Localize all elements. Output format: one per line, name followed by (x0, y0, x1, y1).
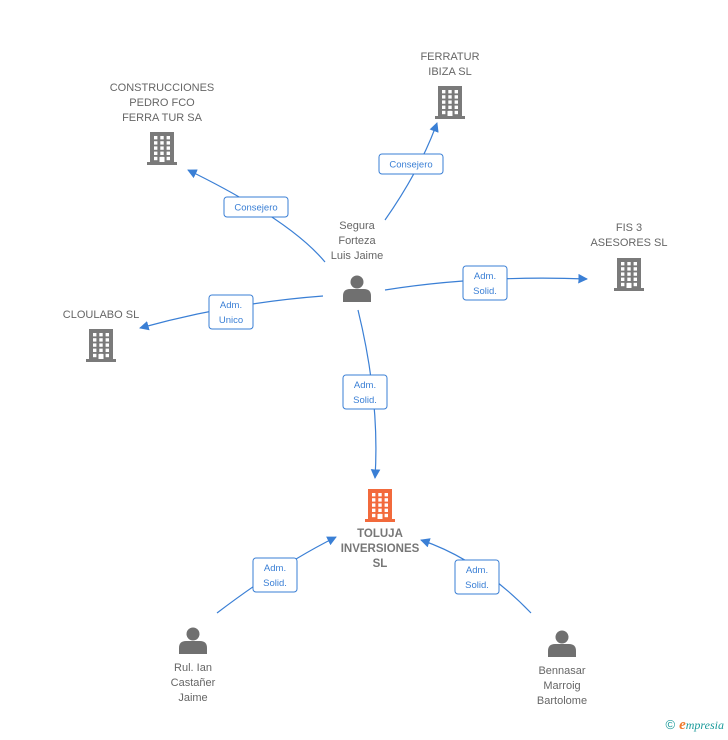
brand-logo-initial: e (679, 717, 686, 733)
relation-label-text: Consejero (389, 160, 432, 171)
company-node-cloulabo[interactable]: CLOULABO SL (63, 309, 139, 362)
company-node-toluja[interactable]: TOLUJA INVERSIONES SL (341, 489, 420, 570)
node-label: FERRA TUR SA (122, 112, 203, 124)
node-label: Segura (339, 220, 375, 232)
node-label: PEDRO FCO (129, 97, 195, 109)
relation-label-text: Adm. (220, 300, 242, 311)
company-node-fis3[interactable]: FIS 3 ASESORES SL (590, 222, 668, 291)
relation-label[interactable]: Adm. Solid. (342, 374, 388, 410)
relation-label[interactable]: Consejero (223, 196, 289, 218)
relation-label-text: Solid. (263, 578, 287, 589)
node-label: SL (373, 558, 388, 570)
node-label: FIS 3 (616, 222, 642, 234)
person-icon (179, 627, 207, 654)
node-label: TOLUJA (357, 528, 403, 540)
node-label: INVERSIONES (341, 543, 420, 555)
relation-label[interactable]: Adm. Solid. (252, 557, 298, 593)
company-node-construcciones[interactable]: CONSTRUCCIONES PEDRO FCO FERRA TUR SA (110, 82, 215, 165)
node-label: FERRATUR (420, 51, 479, 63)
node-label: CLOULABO SL (63, 309, 139, 321)
node-label: CONSTRUCCIONES (110, 82, 215, 94)
relation-label-text: Solid. (353, 395, 377, 406)
relation-label-text: Consejero (234, 203, 277, 214)
relation-label-text: Adm. (466, 565, 488, 576)
node-label: Bennasar (538, 665, 585, 677)
relation-label-box (342, 374, 388, 410)
relation-label[interactable]: Adm. Unico (208, 294, 254, 330)
edge-bennasar-to-toluja: Adm. Solid. (420, 538, 532, 614)
building-icon (86, 329, 116, 362)
node-label: Bartolome (537, 695, 587, 707)
node-label: Jaime (178, 692, 207, 704)
relation-label-text: Solid. (465, 580, 489, 591)
edge-segura-to-fis3: Adm. Solid. (384, 265, 588, 301)
node-label: ASESORES SL (590, 237, 667, 249)
node-label: Castañer (171, 677, 216, 689)
relation-label-box (462, 265, 508, 301)
node-label: Luis Jaime (331, 250, 384, 262)
relation-label-box (208, 294, 254, 330)
edge-segura-to-cloulabo: Adm. Unico (139, 294, 324, 331)
edge-rul-to-toluja: Adm. Solid. (216, 536, 337, 614)
node-label: Rul. Ian (174, 662, 212, 674)
building-icon (365, 489, 395, 522)
brand-footer[interactable]: ©empresia (666, 717, 725, 734)
building-icon (614, 258, 644, 291)
person-icon (548, 630, 576, 657)
person-icon (343, 275, 371, 302)
brand-logo-text: mpresia (685, 718, 724, 732)
relation-label-text: Unico (219, 315, 243, 326)
relation-label[interactable]: Adm. Solid. (454, 559, 500, 595)
relation-label-box (378, 153, 444, 175)
copyright-icon: © (665, 717, 676, 732)
company-node-ferratur[interactable]: FERRATUR IBIZA SL (420, 51, 480, 119)
edge-line (187, 169, 326, 263)
node-label: Marroig (543, 680, 580, 692)
node-label: Forteza (338, 235, 376, 247)
building-icon (147, 132, 177, 165)
relation-label-text: Adm. (354, 380, 376, 391)
edge-segura-to-construcciones: Consejero (187, 169, 326, 263)
relation-label-text: Solid. (473, 286, 497, 297)
relation-label-box (454, 559, 500, 595)
building-icon (435, 86, 465, 119)
relation-label-text: Adm. (474, 271, 496, 282)
edge-segura-to-ferratur: Consejero (378, 122, 444, 221)
relation-label-text: Adm. (264, 563, 286, 574)
node-label: IBIZA SL (428, 66, 471, 78)
relation-label[interactable]: Adm. Solid. (462, 265, 508, 301)
edge-segura-to-toluja: Adm. Solid. (342, 309, 388, 479)
relation-label-box (223, 196, 289, 218)
relation-label[interactable]: Consejero (378, 153, 444, 175)
relation-label-box (252, 557, 298, 593)
